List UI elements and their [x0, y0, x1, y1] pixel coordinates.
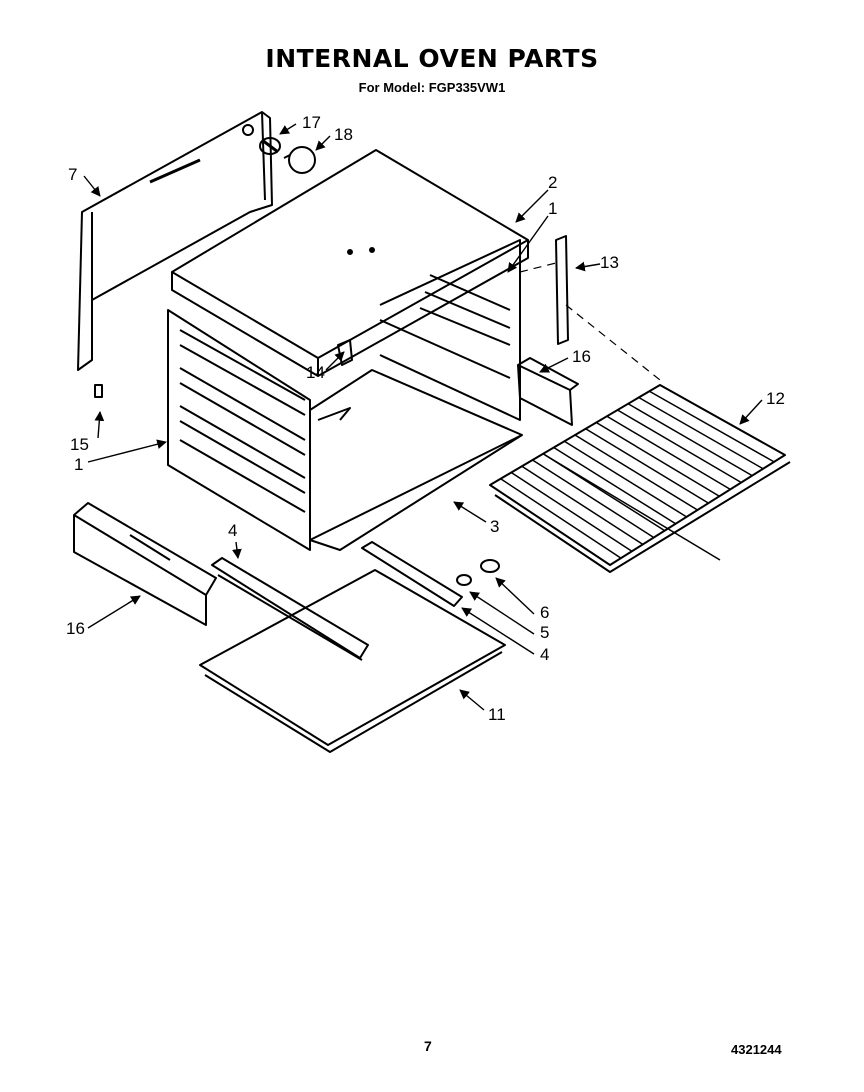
trim-part-16-right [517, 357, 579, 426]
rack-wire [638, 396, 764, 470]
callout-4-left: 4 [228, 521, 237, 540]
callout-15: 15 [70, 435, 89, 454]
callout-17: 17 [302, 113, 321, 132]
rear-panel-part-7 [77, 111, 273, 371]
oven-back-wall [379, 239, 521, 421]
rail-part-4-right [361, 541, 463, 607]
bottom-panel-part-11 [199, 569, 506, 753]
leader-lines [83, 123, 763, 711]
document-number: 4321244 [731, 1042, 782, 1057]
rack-wire [627, 403, 753, 477]
bracket-part-13 [555, 235, 569, 345]
rack-wire [532, 459, 655, 539]
screw-part-15 [94, 384, 103, 398]
rack-wire [500, 478, 622, 559]
callout-18: 18 [334, 125, 353, 144]
rack-wire [574, 434, 698, 511]
callout-6: 6 [540, 603, 549, 622]
trim-part-16-left [73, 502, 217, 626]
rack-wire [521, 465, 644, 546]
knob-part-6 [480, 559, 500, 573]
callout-1-upper: 1 [548, 199, 557, 218]
light-bulb-part-18 [283, 146, 316, 174]
callout-2: 2 [548, 173, 557, 192]
callout-4-right: 4 [540, 645, 549, 664]
rack-wire [649, 390, 775, 463]
oven-bottom-part-3 [309, 369, 523, 551]
oven-rack-part-12 [489, 384, 791, 573]
rack-wire [510, 471, 633, 552]
bracket-part-5 [456, 574, 472, 586]
callout-11: 11 [488, 705, 506, 724]
oven-top-part-2 [171, 149, 529, 377]
callout-1-lower: 1 [74, 455, 83, 474]
page-number: 7 [424, 1038, 432, 1054]
callout-5: 5 [540, 623, 549, 642]
rack-wire [585, 428, 709, 504]
rail-part-4-left [211, 557, 369, 661]
oven-side-part-1-left [167, 309, 311, 551]
callout-12: 12 [766, 389, 785, 408]
callout-13: 13 [600, 253, 619, 272]
page-title: INTERNAL OVEN PARTS [265, 44, 599, 73]
alignment-dashed-line [519, 261, 661, 381]
callout-16-lower: 16 [66, 619, 85, 638]
model-subtitle: For Model: FGP335VW1 [358, 80, 506, 95]
light-socket-part-17 [259, 137, 281, 155]
callout-14: 14 [306, 363, 325, 382]
rack-wire [553, 446, 677, 525]
callout-7: 7 [68, 165, 77, 184]
callout-3: 3 [490, 517, 499, 536]
rack-wire [542, 453, 666, 532]
callout-16-upper: 16 [572, 347, 591, 366]
rack-wire [606, 415, 731, 491]
rack-wire [595, 421, 720, 497]
rack-wire [617, 409, 742, 484]
rack-wire [563, 440, 687, 518]
